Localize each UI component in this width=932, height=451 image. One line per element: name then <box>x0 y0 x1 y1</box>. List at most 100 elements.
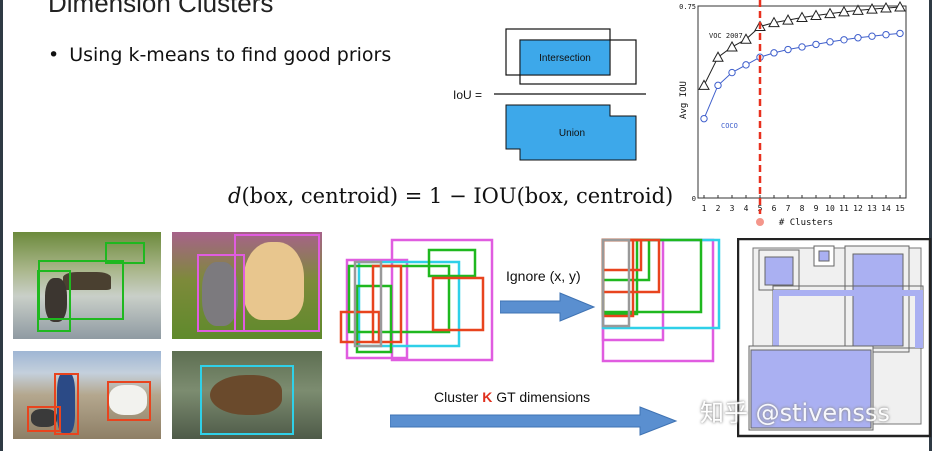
voc-point <box>810 9 822 20</box>
x-label-highlight-dot <box>756 218 764 226</box>
photo-people-animals <box>13 351 161 439</box>
collected-box-cyan <box>357 260 461 348</box>
voc-point <box>796 11 808 23</box>
voc-point <box>726 40 738 52</box>
x-tick-label: 3 <box>730 204 735 213</box>
collected-box-gray <box>353 260 383 348</box>
y-axis-label: Avg IOU <box>679 81 689 119</box>
series-label-voc: VOC 2007 <box>709 32 743 40</box>
coco-point <box>812 40 820 49</box>
coco-point <box>700 114 708 123</box>
cluster-result-panel <box>737 238 932 438</box>
intersection-region <box>519 39 611 76</box>
gt-box-kitten <box>197 254 245 332</box>
x-tick-label: 13 <box>867 204 877 213</box>
voc-point <box>782 14 794 25</box>
x-tick-label: 11 <box>839 204 849 213</box>
x-tick-label: 10 <box>825 204 835 213</box>
y-tick-label: 0.75 <box>679 3 696 11</box>
series-label-coco: COCO <box>721 122 738 130</box>
coco-point <box>742 61 750 69</box>
aligned-box-red-2 <box>601 238 661 294</box>
photo-cat-dog <box>172 232 322 339</box>
ignore-arrow <box>500 292 596 322</box>
coco-point <box>714 81 722 90</box>
voc-point <box>768 16 780 28</box>
x-tick-label: 8 <box>800 204 805 213</box>
x-tick-label: 2 <box>716 204 721 213</box>
x-tick-label: 5 <box>758 204 763 213</box>
photo-bicycle-dog <box>13 232 161 339</box>
y-tick-label: 0 <box>692 195 696 203</box>
ignore-xy-label: Ignore (x, y) <box>506 268 581 284</box>
coco-point <box>868 32 876 40</box>
cluster-fill-2 <box>818 250 830 262</box>
bullet-text: Using k-means to find good priors <box>69 44 392 66</box>
slide-title: Dimension Clusters <box>48 0 274 18</box>
gt-box-dog <box>37 270 71 332</box>
ignore-arrow-shape <box>500 292 596 322</box>
cluster-suffix: GT dimensions <box>492 389 591 405</box>
horse-shape <box>109 385 147 415</box>
small-dog-shape <box>31 409 57 427</box>
voc-point <box>852 4 864 15</box>
x-tick-label: 9 <box>814 204 819 213</box>
voc-point <box>698 79 710 90</box>
collected-box-red-3 <box>339 310 381 344</box>
kitten-shape <box>202 262 238 326</box>
iou-diagram: Intersection Union <box>494 28 646 161</box>
coco-point <box>728 68 736 77</box>
gt-box-bicycle <box>38 260 124 320</box>
aligned-box-red-3 <box>601 238 643 272</box>
coco-point <box>840 36 848 44</box>
x-tick-label: 4 <box>744 204 749 213</box>
person-shape <box>57 373 75 433</box>
photo-eagle <box>172 351 322 439</box>
coco-point <box>882 30 890 39</box>
gt-box-puppy <box>234 234 320 332</box>
coco-point <box>854 34 862 42</box>
coco-point <box>798 43 806 51</box>
cluster-fill-4-top <box>773 290 923 296</box>
voc-point <box>824 7 836 19</box>
aligned-box-gray <box>601 238 631 328</box>
voc-point <box>880 2 892 13</box>
x-tick-label: 15 <box>895 204 905 213</box>
puppy-shape <box>244 242 304 320</box>
cluster-prefix: Cluster <box>434 389 483 405</box>
cluster-arrow-shape <box>390 406 678 436</box>
coco-point <box>770 49 778 57</box>
collected-box-red-1 <box>371 264 403 344</box>
left-edge-bar <box>0 0 3 451</box>
gt-box-small-dog <box>27 406 61 432</box>
gt-box-car <box>105 242 145 264</box>
bullet-point: •Using k-means to find good priors <box>48 44 391 66</box>
coco-point <box>784 45 792 54</box>
cluster-fill-1 <box>764 256 794 286</box>
formula-rest: (box, centroid) = 1 − IOU(box, centroid) <box>241 184 674 208</box>
voc-point <box>712 51 724 62</box>
collected-box-red-2 <box>431 276 485 332</box>
x-tick-label: 12 <box>853 204 863 213</box>
cluster-k-letter: K <box>482 389 493 405</box>
formula-d: d <box>228 184 242 208</box>
coco-point <box>826 38 834 46</box>
voc-point <box>838 5 850 17</box>
eagle-shape <box>210 375 282 415</box>
x-tick-label: 7 <box>786 204 791 213</box>
voc-point <box>866 3 878 14</box>
collected-box-magenta-2 <box>345 258 409 360</box>
collected-gt-boxes <box>339 238 494 362</box>
voc-point <box>740 33 752 44</box>
dog-shape <box>45 278 67 322</box>
intersection-text: Intersection <box>539 53 591 64</box>
aligned-gt-boxes <box>601 238 721 363</box>
aligned-box-green-1 <box>601 238 703 314</box>
cluster-fill-4-left <box>773 290 779 348</box>
x-tick-label: 14 <box>881 204 891 213</box>
union-region <box>505 104 637 161</box>
gt-box-horse <box>107 381 151 421</box>
zhihu-watermark: 知乎 @stivensss <box>700 399 890 427</box>
gt-box-eagle <box>200 365 294 435</box>
